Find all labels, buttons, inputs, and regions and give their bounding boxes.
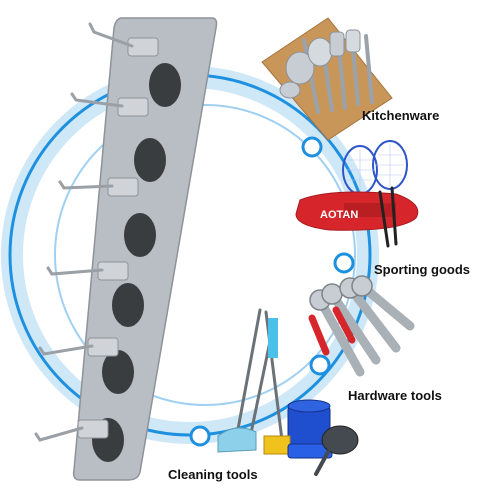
kitchenware-label: Kitchenware [362, 108, 440, 123]
sporting-goods-image: AOTAN [295, 140, 419, 248]
ring-node-dots [189, 136, 355, 447]
sporting-goods-label: Sporting goods [374, 262, 471, 277]
rack-clips [77, 37, 159, 439]
mop-broom-rack [34, 17, 218, 481]
bag-brand-text: AOTAN [320, 209, 358, 221]
cleaning-tools-label: Cleaning tools [168, 467, 258, 482]
hardware-tools-image [308, 275, 415, 377]
cleaning-tools-image [217, 308, 359, 476]
rack-slots [92, 63, 181, 462]
hardware-tools-label: Hardware tools [348, 388, 442, 403]
rack-hooks [34, 22, 134, 442]
kitchenware-image [261, 17, 393, 141]
